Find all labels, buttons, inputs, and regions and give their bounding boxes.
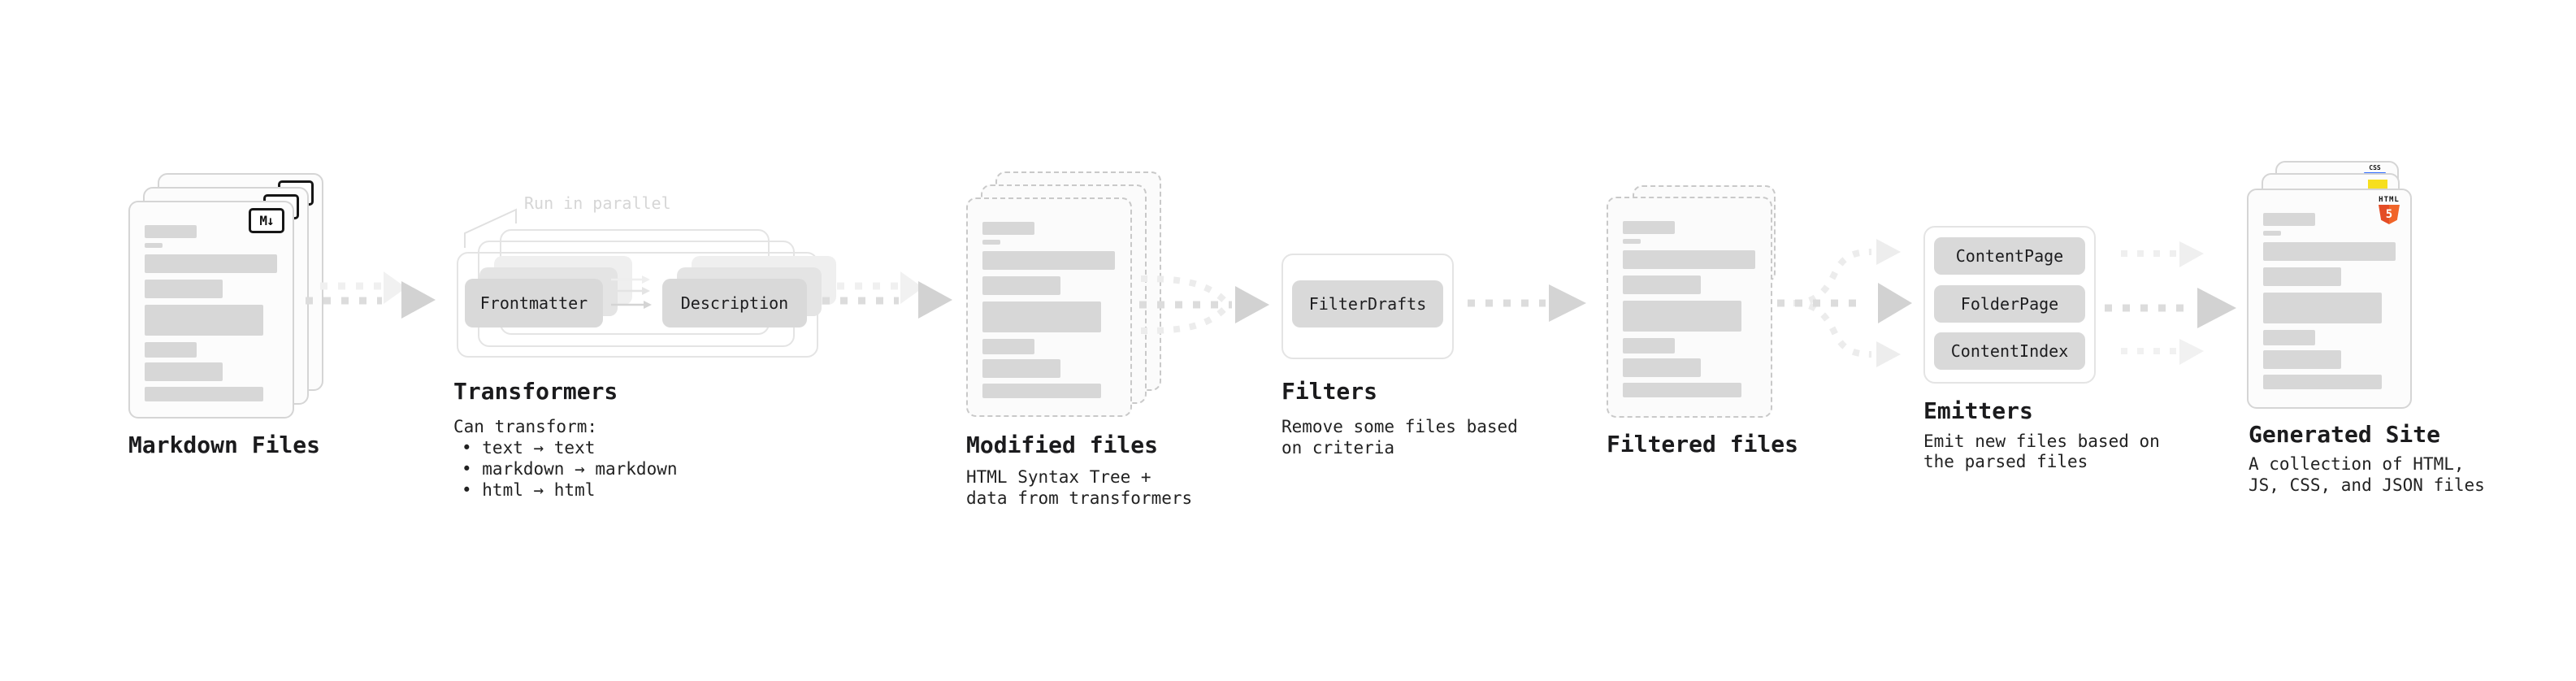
generated-file-card-html: HTML 5 (2247, 189, 2412, 409)
markdown-file-card-front: M↓ (128, 201, 294, 419)
annotation-leader-line (464, 208, 517, 248)
desc-line: on criteria (1281, 438, 1395, 458)
stage-label-modified-files: Modified files (966, 432, 1159, 458)
stage-label-generated-site: Generated Site (2249, 421, 2441, 448)
dashed-arrow-icon (822, 271, 952, 319)
document-skeleton (968, 199, 1130, 415)
html5-icon: HTML 5 (2378, 197, 2400, 224)
js-icon (2368, 180, 2387, 190)
dashed-arrow-icon (1468, 284, 1586, 322)
desc-line: Can transform: (453, 417, 598, 436)
css-badge-text: CSS (2369, 164, 2381, 171)
desc-bullet: • html → html (462, 480, 596, 500)
transformer-pill-frontmatter: Frontmatter (465, 279, 603, 327)
desc-line: Emit new files based on (1923, 432, 2160, 451)
parallel-arrows-icon (611, 275, 652, 309)
filter-pill-filterdrafts: FilterDrafts (1292, 280, 1443, 327)
document-skeleton (130, 202, 293, 417)
html5-badge-text: HTML (2379, 196, 2400, 204)
filters-description: Remove some files based on criteria (1281, 416, 1518, 458)
desc-bullet: • text → text (462, 438, 596, 458)
markdown-icon: M↓ (249, 208, 284, 233)
merge-arrow-icon (1139, 275, 1269, 334)
emitter-pill-folderpage: FolderPage (1934, 285, 2085, 323)
transformer-pill-description: Description (662, 279, 807, 327)
emitters-description: Emit new files based on the parsed files (1923, 432, 2160, 472)
desc-line: the parsed files (1923, 452, 2088, 471)
desc-line: data from transformers (966, 488, 1193, 508)
emitter-pill-contentpage: ContentPage (1934, 237, 2085, 275)
stage-label-transformers: Transformers (453, 378, 618, 405)
generated-description: A collection of HTML, JS, CSS, and JSON … (2249, 453, 2485, 496)
dashed-arrow-icon (306, 271, 436, 319)
run-in-parallel-annotation: Run in parallel (524, 193, 671, 213)
split-arrow-icon (1777, 239, 1912, 367)
stage-label-filtered-files: Filtered files (1607, 431, 1799, 458)
modified-file-card-front (966, 197, 1132, 417)
stage-label-emitters: Emitters (1923, 397, 2033, 424)
desc-line: JS, CSS, and JSON files (2249, 475, 2485, 495)
dashed-arrow-icon (2105, 288, 2236, 328)
modified-description: HTML Syntax Tree + data from transformer… (966, 466, 1192, 509)
document-skeleton (2249, 190, 2410, 407)
desc-bullet: • markdown → markdown (462, 459, 678, 479)
document-skeleton (1608, 198, 1771, 416)
dashed-arrow-icon (2121, 339, 2204, 365)
desc-line: Remove some files based (1281, 417, 1518, 436)
desc-line: A collection of HTML, (2249, 454, 2465, 474)
transformers-description: Can transform: • text → text • markdown … (453, 416, 678, 501)
dashed-arrow-icon (2121, 241, 2204, 267)
stage-label-filters: Filters (1281, 378, 1378, 405)
filtered-file-card-front (1607, 197, 1772, 418)
emitter-pill-contentindex: ContentIndex (1934, 332, 2085, 370)
stage-label-markdown-files: Markdown Files (128, 432, 321, 458)
desc-line: HTML Syntax Tree + (966, 467, 1151, 487)
